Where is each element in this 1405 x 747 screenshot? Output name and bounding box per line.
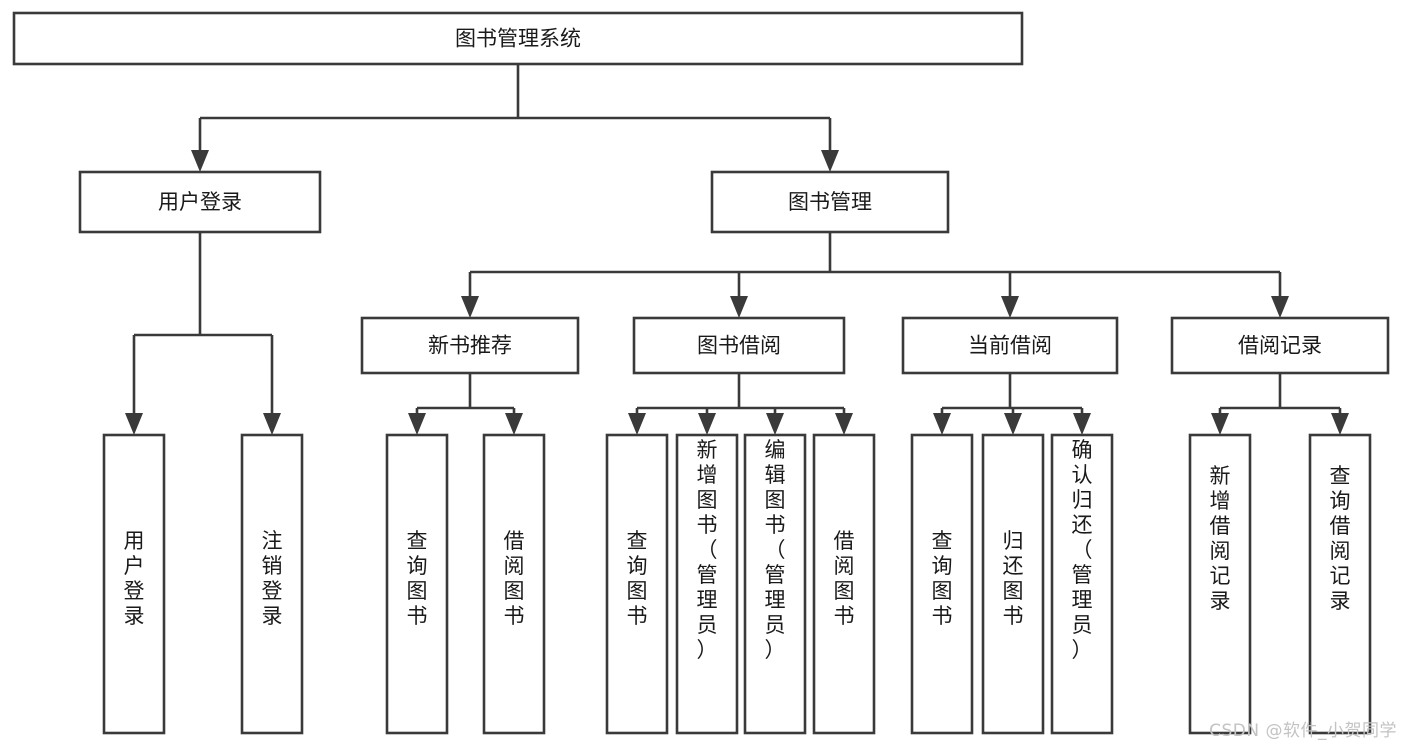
node-book-borrow-label: 图书借阅 [697,334,781,358]
node-leaf-query-book-1-label: 查询图书 [407,529,428,628]
node-leaf-query-book-3[interactable]: 查询图书 [910,433,974,735]
node-leaf-query-book-2-label: 查询图书 [627,529,648,628]
node-new-book-rec-label: 新书推荐 [428,334,512,358]
node-leaf-user-login[interactable]: 用户登录 [102,433,166,735]
node-root-图书管理系统[interactable]: 图书管理系统 [12,11,1024,66]
connector-bus-current-borrow [942,373,1082,410]
arrowhead-layer [125,118,1349,435]
arrow-to-leaf-query-book-3 [933,408,951,435]
node-borrow-record-label: 借阅记录 [1238,334,1322,358]
node-leaf-edit-book-label: 编辑图书（管理员） [765,438,786,662]
node-leaf-borrow-book-1[interactable]: 借阅图书 [482,433,546,735]
node-user-login[interactable]: 用户登录 [78,170,322,234]
arrow-to-leaf-return-book [1004,408,1022,435]
node-current-borrow-label: 当前借阅 [968,334,1052,358]
arrow-to-leaf-query-record [1331,408,1349,435]
connector-layer [134,64,1340,410]
arrow-to-leaf-query-book-2 [628,408,646,435]
node-leaf-confirm-return-label: 确认归还（管理员） [1072,438,1093,662]
node-layer: 图书管理系统用户登录图书管理新书推荐图书借阅当前借阅借阅记录用户登录注销登录查询… [12,11,1390,735]
arrow-to-current-borrow [1001,272,1019,318]
connector-bus-new-book-rec [417,373,514,410]
connector-bus-book-borrow [637,373,844,410]
node-new-book-rec[interactable]: 新书推荐 [360,316,580,375]
node-current-borrow[interactable]: 当前借阅 [901,316,1119,375]
node-user-login-label: 用户登录 [158,190,242,214]
node-leaf-borrow-book-2-label: 借阅图书 [834,529,855,628]
arrow-to-leaf-query-book-1 [408,408,426,435]
arrow-to-user-login [191,118,209,172]
node-book-manage-label: 图书管理 [788,190,872,214]
connector-bus-root [200,64,830,120]
node-leaf-return-book[interactable]: 归还图书 [981,433,1045,735]
arrow-to-leaf-user-login [125,335,143,435]
node-leaf-borrow-book-2[interactable]: 借阅图书 [812,433,876,735]
arrow-to-leaf-confirm-return [1073,408,1091,435]
node-book-borrow[interactable]: 图书借阅 [632,316,846,375]
node-leaf-user-logout-label: 注销登录 [262,529,283,628]
node-leaf-query-record-label: 查询借阅记录 [1330,464,1351,613]
watermark-text: CSDN @软件_小贺同学 [1209,721,1397,741]
node-leaf-query-book-3-label: 查询图书 [932,529,953,628]
node-leaf-edit-book[interactable]: 编辑图书（管理员） [743,433,807,735]
node-book-manage[interactable]: 图书管理 [710,170,950,234]
node-leaf-add-book-label: 新增图书（管理员） [697,438,718,662]
node-leaf-user-logout[interactable]: 注销登录 [240,433,304,735]
node-leaf-query-book-2[interactable]: 查询图书 [605,433,669,735]
arrow-to-new-book-rec [461,272,479,318]
connector-bus-book-manage [470,232,1280,274]
arrow-to-leaf-add-book [698,408,716,435]
node-leaf-return-book-label: 归还图书 [1003,529,1024,628]
node-leaf-add-record[interactable]: 新增借阅记录 [1188,433,1252,735]
arrow-to-leaf-borrow-book-2 [835,408,853,435]
node-leaf-query-book-1[interactable]: 查询图书 [385,433,449,735]
node-leaf-query-record[interactable]: 查询借阅记录 [1308,433,1372,735]
arrow-to-leaf-edit-book [766,408,784,435]
arrow-to-leaf-borrow-book-1 [505,408,523,435]
node-leaf-user-login-label: 用户登录 [124,529,145,628]
node-leaf-add-record-label: 新增借阅记录 [1210,464,1231,613]
connector-bus-user-login [134,232,272,337]
arrow-to-book-manage [821,118,839,172]
arrow-to-leaf-user-logout [263,335,281,435]
arrow-to-borrow-record [1271,272,1289,318]
arrow-to-leaf-add-record [1211,408,1229,435]
node-root-图书管理系统-label: 图书管理系统 [455,27,581,51]
connector-bus-borrow-record [1220,373,1340,410]
node-leaf-confirm-return[interactable]: 确认归还（管理员） [1050,433,1114,735]
arrow-to-book-borrow [730,272,748,318]
node-leaf-add-book[interactable]: 新增图书（管理员） [675,433,739,735]
node-borrow-record[interactable]: 借阅记录 [1170,316,1390,375]
node-leaf-borrow-book-1-label: 借阅图书 [504,529,525,628]
